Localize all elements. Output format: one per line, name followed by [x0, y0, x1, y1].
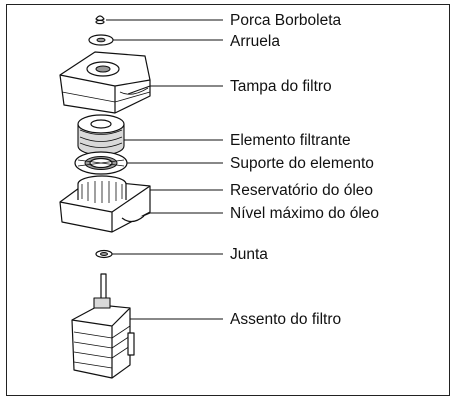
filter-element-part	[77, 114, 125, 156]
leader-lines	[106, 19, 223, 320]
label-max-oil-level: Nível máximo do óleo	[230, 205, 379, 222]
wing-nut-part	[95, 15, 105, 25]
label-filter-cover: Tampa do filtro	[230, 78, 332, 95]
element-support-part	[74, 151, 128, 175]
gasket-part	[95, 249, 113, 259]
label-oil-reservoir: Reservatório do óleo	[230, 182, 373, 199]
label-wing-nut: Porca Borboleta	[230, 12, 342, 29]
filter-cover-part	[59, 51, 151, 114]
label-washer: Arruela	[230, 33, 280, 50]
washer-part	[88, 34, 114, 46]
label-gasket: Junta	[230, 246, 268, 263]
label-element-support: Suporte do elemento	[230, 155, 374, 172]
part-labels: Porca Borboleta Arruela Tampa do filtro …	[230, 12, 379, 328]
label-filter-element: Elemento filtrante	[230, 132, 351, 149]
filter-base-part	[71, 273, 135, 379]
label-filter-base: Assento do filtro	[230, 311, 341, 328]
oil-reservoir-part	[59, 175, 151, 233]
